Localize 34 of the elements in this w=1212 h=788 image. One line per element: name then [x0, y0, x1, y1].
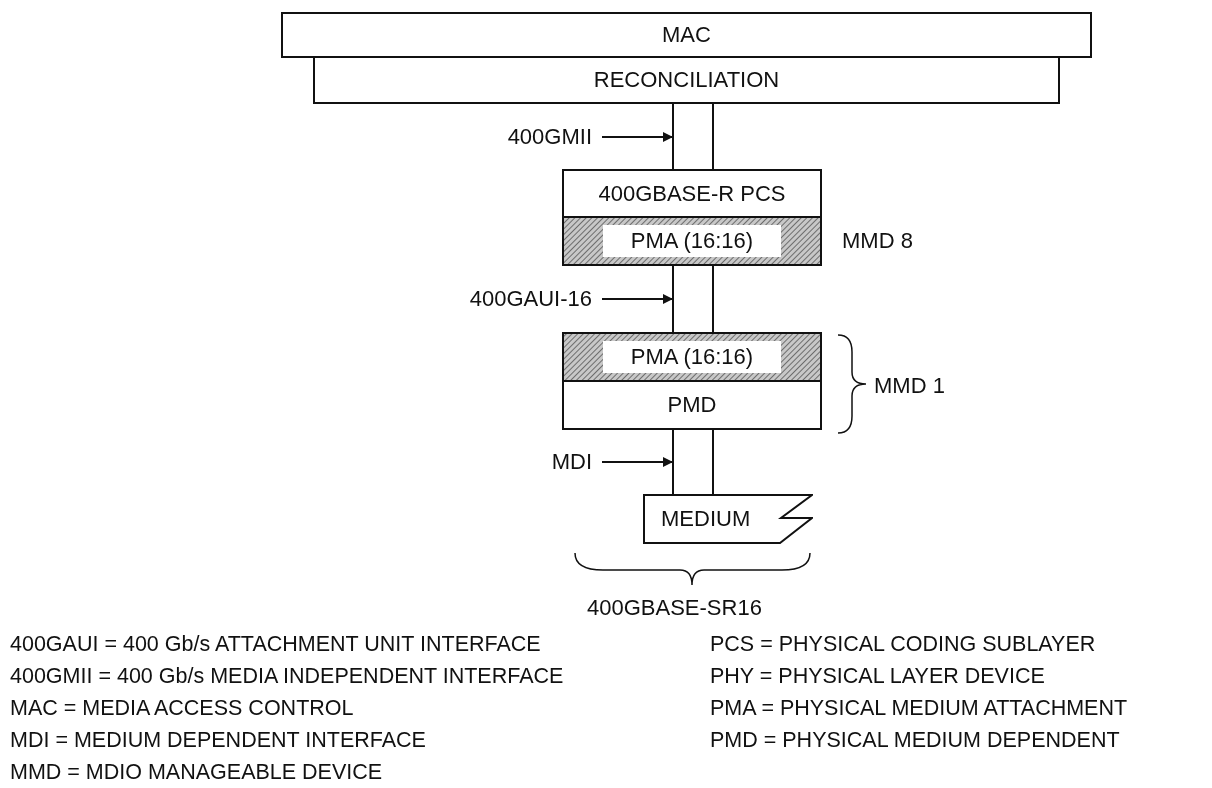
layer-name: PMA (16:16): [602, 225, 782, 257]
abbreviation-definition: MAC = MEDIA ACCESS CONTROL: [10, 696, 354, 721]
layer-name: 400GBASE-R PCS: [598, 180, 786, 207]
abbreviation-definition: MMD = MDIO MANAGEABLE DEVICE: [10, 760, 383, 785]
hatched-layer-box: [562, 216, 822, 266]
layer-box: [562, 380, 822, 430]
phy-type-label: 400GBASE-SR16: [587, 595, 762, 621]
abbreviation-definition: PMA = PHYSICAL MEDIUM ATTACHMENT: [710, 696, 1128, 721]
interface-link: [672, 265, 714, 333]
interface-name: 400GAUI-16: [469, 286, 592, 312]
layer-name: RECONCILIATION: [593, 67, 780, 93]
sublayer-group-label: MMD 8: [842, 228, 913, 254]
interface-name: 400GMII: [507, 124, 592, 150]
interface-link: [672, 103, 714, 170]
layer-name: PMD: [667, 392, 717, 418]
layer-box: [313, 56, 1060, 104]
sublayer-group-label: MMD 1: [874, 373, 945, 399]
bus-connector: [601, 294, 673, 304]
bus-connector: [601, 132, 673, 142]
abbreviation-definition: PCS = PHYSICAL CODING SUBLAYER: [710, 632, 1096, 657]
layer-name: PMA (16:16): [602, 341, 782, 373]
abbreviation-definition: 400GMII = 400 Gb/s MEDIA INDEPENDENT INTERFACE: [10, 664, 564, 689]
abbreviation-definition: MDI = MEDIUM DEPENDENT INTERFACE: [10, 728, 426, 753]
interface-link: [672, 429, 714, 495]
layer-name: MAC: [662, 22, 711, 48]
bus-connector: [601, 457, 673, 467]
abbreviation-definition: PMD = PHYSICAL MEDIUM DEPENDENT: [710, 728, 1120, 753]
layer-name: MEDIUM: [661, 506, 751, 532]
abbreviation-definition: 400GAUI = 400 Gb/s ATTACHMENT UNIT INTERFACE: [10, 632, 541, 657]
abbreviation-definition: PHY = PHYSICAL LAYER DEVICE: [710, 664, 1045, 689]
interface-name: MDI: [551, 449, 592, 475]
layer-box: [562, 169, 822, 218]
medium-shape: [643, 494, 813, 544]
layer-box: [281, 12, 1092, 58]
